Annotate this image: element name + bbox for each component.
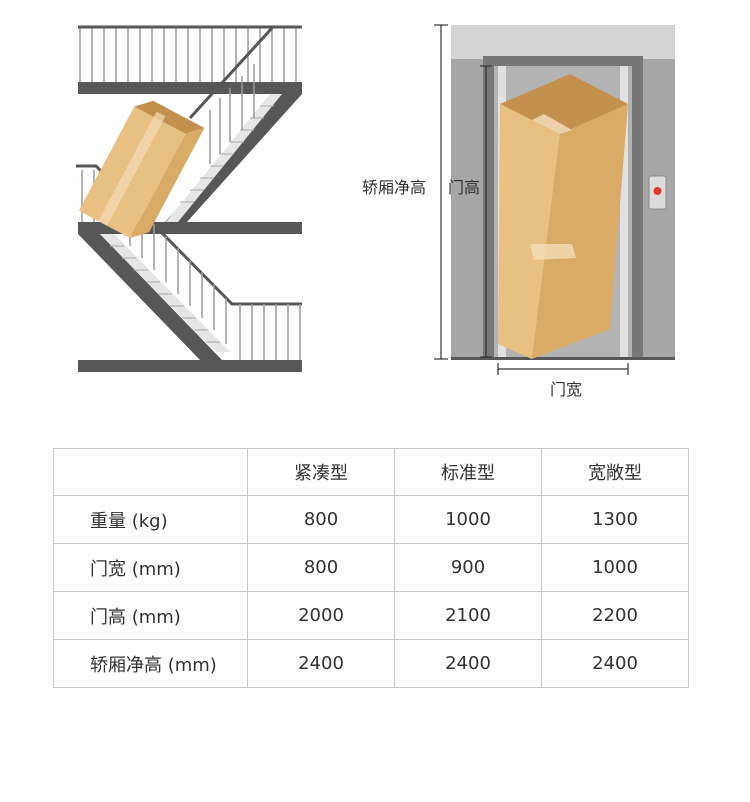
table-cell: 2400	[541, 639, 689, 688]
table-cell: 800	[247, 543, 395, 592]
cabin-height-dimension	[434, 24, 448, 360]
row-label: 轿厢净高 (mm)	[53, 639, 248, 688]
row-label: 门宽 (mm)	[53, 543, 248, 592]
table-header-empty	[53, 448, 248, 496]
table-cell: 2400	[247, 639, 395, 688]
door-width-label: 门宽	[550, 380, 582, 399]
elevator-spec-table: 紧凑型 标准型 宽敞型 重量 (kg) 800 1000 1300 门宽 (mm…	[53, 448, 689, 688]
table-cell: 2100	[394, 591, 542, 640]
table-header-spacious: 宽敞型	[541, 448, 689, 496]
door-width-dimension	[497, 363, 629, 375]
table-row: 门高 (mm) 2000 2100 2200	[53, 591, 689, 640]
table-header-row: 紧凑型 标准型 宽敞型	[53, 448, 689, 496]
table-cell: 2000	[247, 591, 395, 640]
elevator-illustration: 轿厢净高 门高 门宽	[362, 24, 675, 399]
upper-flight	[156, 26, 302, 232]
table-cell: 1300	[541, 495, 689, 544]
box-in-elevator	[498, 74, 628, 359]
lower-landing	[78, 360, 302, 372]
door-height-label: 门高	[448, 178, 480, 197]
tilted-box-on-stairs	[78, 100, 205, 238]
call-button-panel	[648, 175, 667, 210]
table-cell: 2400	[394, 639, 542, 688]
table-cell: 900	[394, 543, 542, 592]
lower-flight	[78, 200, 230, 360]
table-cell: 1000	[541, 543, 689, 592]
table-cell: 800	[247, 495, 395, 544]
staircase-illustration	[76, 25, 302, 372]
table-row: 轿厢净高 (mm) 2400 2400 2400	[53, 639, 689, 688]
table-row: 重量 (kg) 800 1000 1300	[53, 495, 689, 544]
row-label: 重量 (kg)	[53, 495, 248, 544]
row-label: 门高 (mm)	[53, 591, 248, 640]
upper-railing	[79, 28, 297, 82]
lower-railing	[239, 304, 301, 360]
table-cell: 2200	[541, 591, 689, 640]
cabin-height-label: 轿厢净高	[362, 178, 426, 197]
table-row: 门宽 (mm) 800 900 1000	[53, 543, 689, 592]
table-header-compact: 紧凑型	[247, 448, 395, 496]
door-height-dimension	[480, 65, 492, 358]
upper-landing	[78, 82, 302, 94]
table-cell: 1000	[394, 495, 542, 544]
table-header-standard: 标准型	[394, 448, 542, 496]
middle-handrail	[76, 164, 302, 306]
